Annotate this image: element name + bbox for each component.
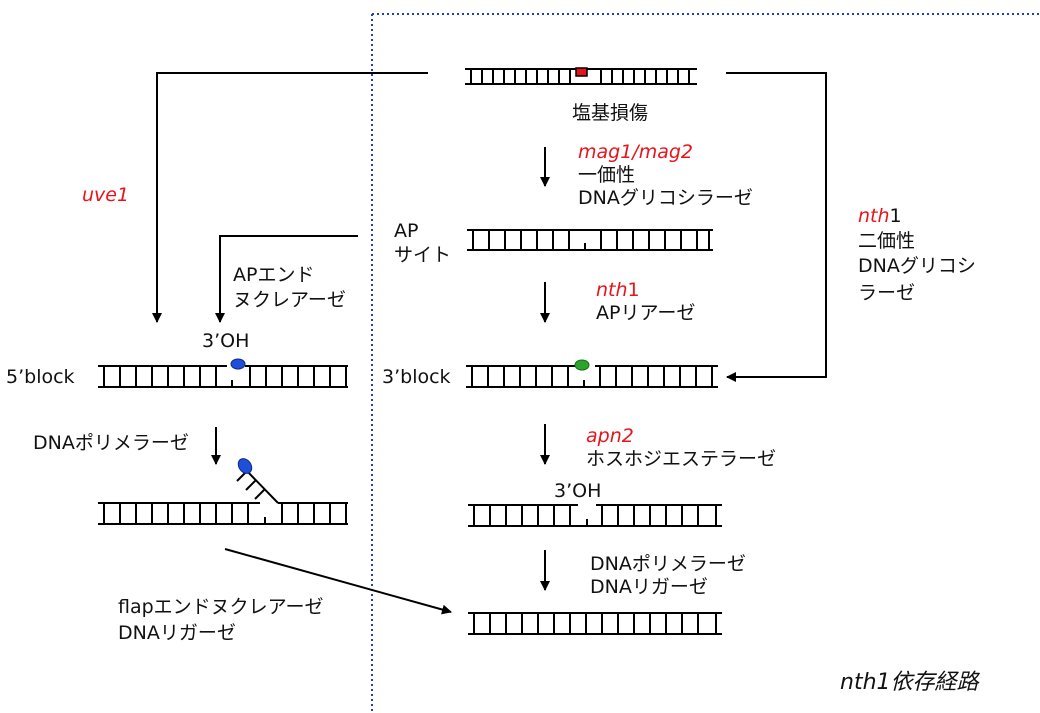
label-ap-endo-2: ヌクレアーゼ <box>233 289 346 312</box>
label-pathway: nth1依存経路 <box>840 670 979 696</box>
blue-block <box>231 359 245 369</box>
gene-mag: mag1/mag2 <box>578 141 693 164</box>
dna-3oh-gap <box>468 505 722 526</box>
gene-nth-right-name: nth <box>858 205 890 227</box>
label-bifunctional-3: ラーゼ <box>858 282 915 305</box>
dna-damaged-base <box>465 68 697 84</box>
label-ap: AP <box>394 220 418 243</box>
dna-repaired <box>468 613 722 634</box>
gene-nth-center-number: 1 <box>628 279 640 301</box>
label-phosphodiesterase: ホスホジエステラーゼ <box>586 448 776 471</box>
dna-5block <box>98 359 348 387</box>
dna-ap-site <box>467 230 713 250</box>
gene-nth1-center: nth1 <box>596 279 640 302</box>
dna-3block <box>466 360 718 387</box>
pathway-divider <box>372 14 1040 713</box>
label-ap-lyase: APリアーゼ <box>596 302 695 325</box>
gene-apn2: apn2 <box>586 425 634 448</box>
label-pol-right: DNAポリメラーゼ <box>590 553 746 576</box>
label-3oh-right: 3’OH <box>554 480 601 503</box>
label-pol-left: DNAポリメラーゼ <box>33 432 189 455</box>
label-bifunctional-1: 二価性 <box>858 230 915 253</box>
label-flap-ligase: DNAリガーゼ <box>118 622 236 645</box>
green-block <box>575 360 589 370</box>
label-base-damage: 塩基損傷 <box>572 102 648 125</box>
label-5block: 5’block <box>6 366 75 389</box>
label-ap-endo-1: APエンド <box>233 264 314 287</box>
flap-blue-block <box>235 456 254 476</box>
label-monofunctional: 一価性 <box>578 164 635 187</box>
label-bifunctional-2: DNAグリコシ <box>858 255 976 278</box>
arrow-nth-bifunctional <box>726 73 826 377</box>
gene-nth-center-name: nth <box>596 279 628 301</box>
gene-uve1: uve1 <box>82 184 129 207</box>
base-lesion <box>576 68 587 76</box>
label-3block: 3’block <box>382 366 451 389</box>
label-flap-endo: flapエンドヌクレアーゼ <box>118 596 324 619</box>
label-site: サイト <box>394 244 451 267</box>
label-3oh-left: 3’OH <box>202 330 249 353</box>
gene-nth1-right: nth1 <box>858 205 902 228</box>
label-ligase-right: DNAリガーゼ <box>590 576 708 599</box>
gene-nth-right-number: 1 <box>890 205 902 227</box>
label-dna-glycosylase: DNAグリコシラーゼ <box>578 187 753 210</box>
dna-flap <box>98 456 348 524</box>
